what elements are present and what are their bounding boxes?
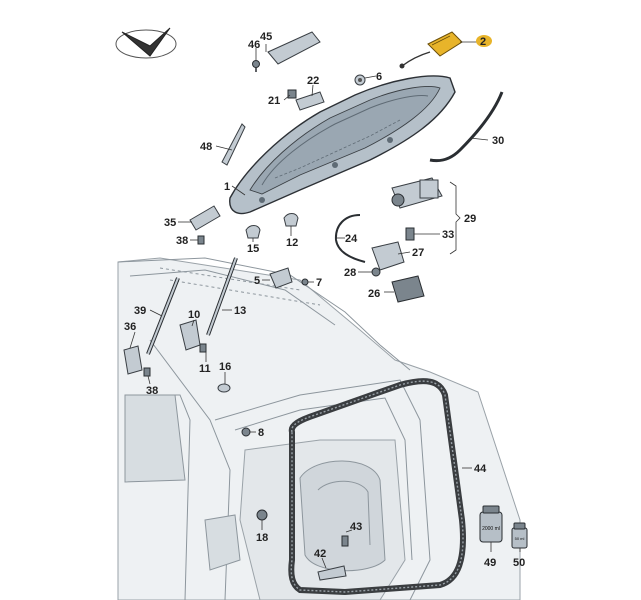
callout-49: 49 <box>484 557 496 569</box>
callout-22: 22 <box>307 75 319 87</box>
callout-6: 6 <box>376 71 382 83</box>
callout-21: 21 <box>268 95 280 107</box>
part-42 <box>317 565 347 581</box>
callout-30: 30 <box>492 135 504 147</box>
callout-48: 48 <box>200 141 212 153</box>
part-27-lock <box>371 241 405 271</box>
part-30-cable <box>429 91 504 163</box>
part-2-body <box>427 31 463 57</box>
part-35-hinge <box>189 205 221 231</box>
orientation-arrow-icon <box>115 27 177 59</box>
callout-39: 39 <box>134 305 146 317</box>
callout-38-upper: 38 <box>176 235 188 247</box>
part-22 <box>295 91 325 111</box>
part-38-upper <box>197 235 205 245</box>
part-28 <box>371 267 381 277</box>
callout-2-marker: 2 <box>476 35 492 48</box>
callout-29: 29 <box>464 213 476 225</box>
part-46-screw <box>252 60 260 72</box>
part-50-container: 50 ml <box>511 522 528 549</box>
part-39-strut <box>146 277 180 355</box>
part-36 <box>123 345 143 375</box>
callout-12: 12 <box>286 237 298 249</box>
leader-lines <box>129 41 521 569</box>
part-12 <box>283 213 299 227</box>
part-16 <box>217 383 231 393</box>
callout-42: 42 <box>314 548 326 560</box>
callout-7: 7 <box>316 277 322 289</box>
part-43 <box>341 535 349 547</box>
part-33 <box>405 227 415 241</box>
callout-27: 27 <box>412 247 424 259</box>
callout-28: 28 <box>344 267 356 279</box>
part-21 <box>287 89 297 99</box>
part-50-volume-label: 50 ml <box>515 536 525 541</box>
callout-1: 1 <box>224 181 230 193</box>
part-26-handle <box>391 275 425 303</box>
part-45 <box>267 31 321 65</box>
part-49-volume-label: 2000 ml <box>482 526 500 532</box>
part-15 <box>245 225 261 239</box>
part-6 <box>354 74 366 86</box>
callout-35: 35 <box>164 217 176 229</box>
callout-13: 13 <box>234 305 246 317</box>
door-seal <box>288 378 466 596</box>
callout-8: 8 <box>258 427 264 439</box>
part-13-strut <box>206 257 238 336</box>
part-24-cable <box>334 214 366 263</box>
callout-33: 33 <box>442 229 454 241</box>
callout-44: 44 <box>474 463 487 475</box>
tailgate <box>229 75 456 215</box>
callout-38-lower: 38 <box>146 385 158 397</box>
part-5-bracket <box>269 267 293 289</box>
part-2-highlighted <box>399 31 463 69</box>
part-38-lower <box>143 367 151 377</box>
callout-45: 45 <box>260 31 272 43</box>
part-8 <box>241 427 251 437</box>
callout-2: 2 <box>480 36 486 48</box>
part-49-container: 2000 ml <box>479 505 503 543</box>
callout-11: 11 <box>199 363 211 375</box>
part-11 <box>199 343 207 353</box>
part-18 <box>256 509 268 521</box>
callout-24: 24 <box>345 233 358 245</box>
callout-43: 43 <box>350 521 362 533</box>
callout-36: 36 <box>124 321 136 333</box>
callout-15: 15 <box>247 243 259 255</box>
callout-labels: 45 46 22 21 6 2 48 1 30 35 38 15 12 5 7 … <box>124 31 525 569</box>
callout-50: 50 <box>513 557 525 569</box>
callout-26: 26 <box>368 288 380 300</box>
callout-16: 16 <box>219 361 231 373</box>
part-7-screw <box>301 278 309 286</box>
vehicle-body <box>117 257 521 600</box>
callout-5: 5 <box>254 275 260 287</box>
part-48 <box>221 123 246 166</box>
part-29-motor <box>391 177 443 209</box>
callout-10: 10 <box>188 309 200 321</box>
callout-46: 46 <box>248 39 260 51</box>
callout-18: 18 <box>256 532 268 544</box>
